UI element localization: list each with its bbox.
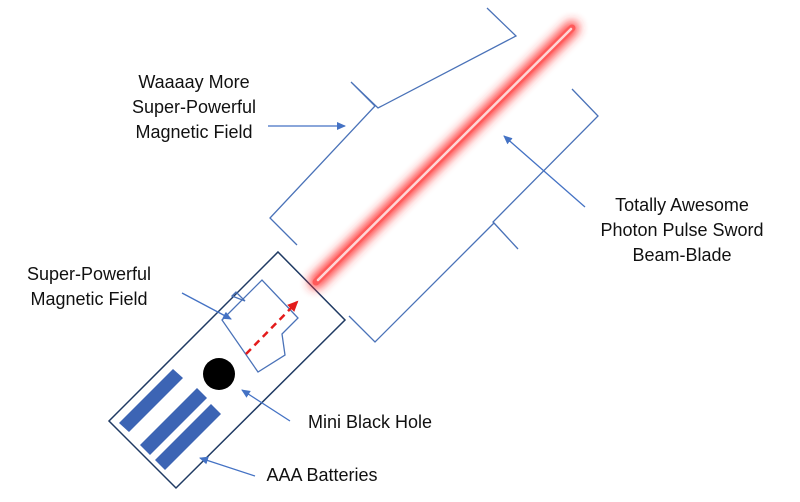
small-field-brace-lower (221, 279, 299, 373)
black-hole-label-text: Mini Black Hole (307, 412, 433, 432)
sword-label: Totally Awesome Photon Pulse Sword Beam-… (572, 193, 792, 268)
batteries-label-text: AAA Batteries (266, 465, 378, 485)
big-field-label-line: Super-Powerful (131, 97, 257, 117)
black-hole (203, 358, 235, 390)
small-field-brace-upper (230, 291, 246, 302)
battery-bar (119, 369, 183, 432)
small-field-label-line: Super-Powerful (26, 264, 152, 284)
big-field-label-line: Magnetic Field (135, 122, 253, 142)
sword-pointer (503, 135, 586, 208)
big-field-label: Waaaay More Super-Powerful Magnetic Fiel… (104, 70, 284, 145)
big-field-label-line: Waaaay More (138, 72, 250, 92)
batteries-label: AAA Batteries (252, 463, 392, 488)
battery-bar (140, 388, 207, 455)
black-hole-pointer (241, 389, 291, 422)
small-field-label: Super-Powerful Magnetic Field (4, 262, 174, 312)
sword-label-line: Photon Pulse Sword (600, 220, 764, 240)
sword-label-line: Totally Awesome (615, 195, 749, 215)
beam-core (316, 27, 573, 282)
sword-label-line: Beam-Blade (632, 245, 732, 265)
battery-bar (155, 404, 221, 470)
batteries-pointer (199, 456, 256, 477)
small-field-pointer (181, 292, 232, 320)
black-hole-label: Mini Black Hole (290, 410, 450, 435)
dashed-power-arrow (245, 300, 299, 355)
big-field-brace-upper (269, 7, 518, 246)
battery-bars (119, 369, 221, 470)
big-field-brace-lower (348, 88, 599, 343)
small-field-label-line: Magnetic Field (30, 289, 148, 309)
